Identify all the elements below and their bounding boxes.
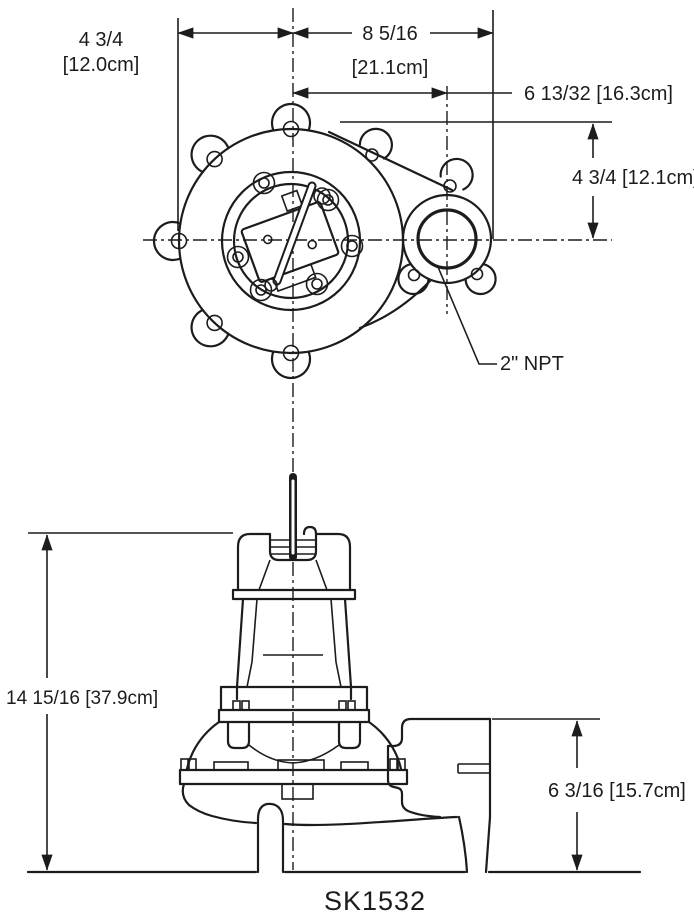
dim-top-left-inches: 4 3/4 [79, 29, 123, 51]
dimension-labels: 4 3/4 [12.0cm] 8 5/16 [21.1cm] 6 13/32 [… [6, 23, 694, 916]
sheet-code: SK1532 [324, 886, 426, 916]
dim-port-height: 4 3/4 [12.1cm] [572, 167, 694, 189]
npt-leader-line [437, 266, 497, 365]
discharge-port-bore [416, 208, 478, 270]
volute-seam-bolts [180, 758, 406, 800]
dim-top-right-cm: [21.1cm] [352, 57, 429, 79]
dim-port-offset: 6 13/32 [16.3cm] [524, 83, 673, 105]
flange-bolts-upper [232, 700, 356, 711]
pump-top-view [152, 102, 497, 380]
dim-discharge-height: 6 3/16 [15.7cm] [548, 780, 686, 802]
dim-top-left-cm: [12.0cm] [63, 54, 140, 76]
dimension-graphics [28, 10, 612, 871]
centerlines [143, 8, 612, 870]
flange-bolt-bosses [226, 171, 364, 302]
discharge-port-outer [401, 193, 493, 285]
port-size-label: 2" NPT [500, 353, 564, 375]
pump-side-view [26, 473, 642, 874]
dim-top-right-inches: 8 5/16 [362, 23, 418, 45]
dim-overall-height: 14 15/16 [37.9cm] [6, 688, 158, 709]
lifting-rod [264, 181, 331, 292]
